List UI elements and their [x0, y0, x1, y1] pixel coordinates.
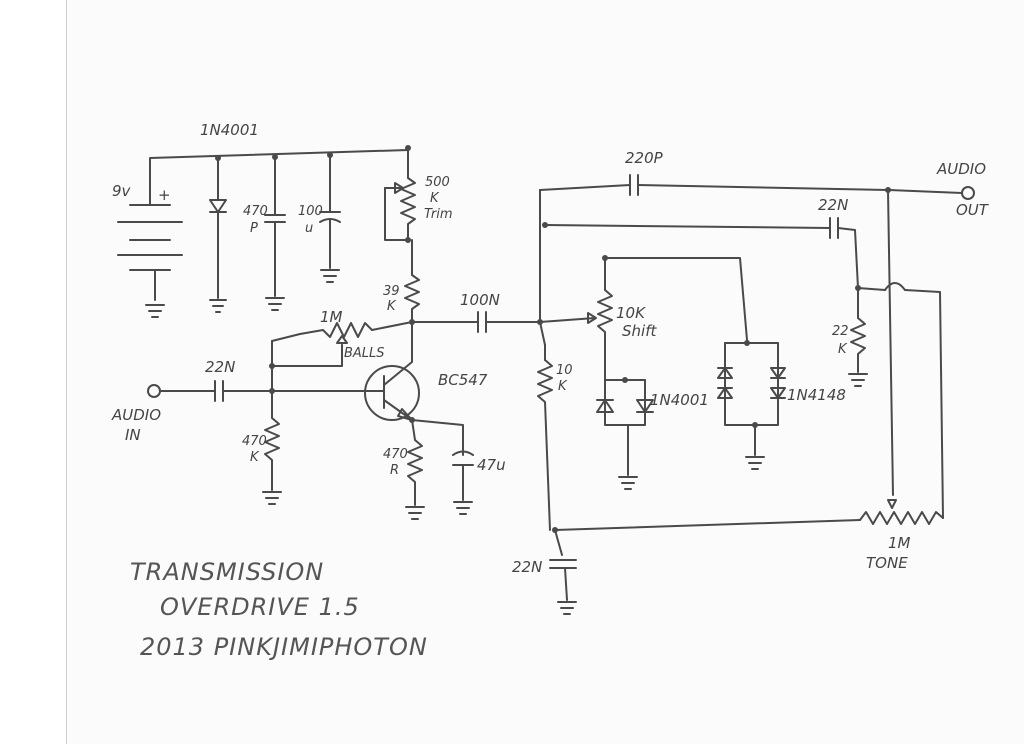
label-pot-1m: 1M — [320, 308, 343, 326]
label-trim-c: Trim — [424, 207, 453, 222]
label-cap-22n-in: 22N — [205, 358, 235, 376]
label-res-22k-b: K — [838, 342, 848, 357]
trim-pot-500k — [384, 147, 416, 243]
label-audio-out-a: AUDIO — [936, 160, 986, 178]
power-rail — [149, 145, 411, 189]
label-cap-22n-top: 22N — [818, 196, 848, 214]
label-tone-b: TONE — [866, 554, 908, 572]
label-audio-in-a: AUDIO — [111, 406, 161, 424]
label-res-39k-b: K — [387, 299, 397, 314]
title-line-2: OVERDRIVE 1.5 — [160, 593, 360, 621]
label-diode-1n4001: 1N4001 — [650, 391, 709, 409]
label-res-470k-a: 470 — [242, 434, 267, 449]
cap-100u-supply — [319, 154, 341, 283]
label-cap-470p-a: 470 — [243, 204, 268, 219]
audio-input-jack — [147, 384, 216, 398]
feedback-pot-1m — [269, 321, 413, 392]
label-diode-1n4148: 1N4148 — [787, 386, 846, 404]
cap-22n-input — [214, 380, 275, 402]
label-res-470r-a: 470 — [383, 447, 408, 462]
label-cap-47u: 47u — [477, 456, 506, 474]
label-cap-470p-b: P — [250, 221, 258, 236]
label-tone-a: 1M — [888, 534, 911, 552]
label-pot-10k-a: 10K — [616, 304, 646, 322]
resistor-470k-bias — [262, 390, 282, 505]
label-res-10k-b: K — [558, 379, 568, 394]
label-cap-100u-a: 100 — [298, 204, 323, 219]
cap-22n-treble — [544, 217, 861, 291]
resistor-470r-emitter — [405, 419, 425, 520]
label-cap-220p: 220P — [625, 149, 664, 167]
label-res-39k-a: 39 — [383, 284, 400, 299]
transistor-bc547 — [271, 321, 420, 423]
tone-pot-1m — [554, 189, 944, 531]
resistor-10k-pulldown — [537, 344, 558, 533]
clipping-node-bus — [539, 189, 548, 346]
label-res-470k-b: K — [250, 450, 260, 465]
label-diode-top: 1N4001 — [200, 121, 259, 139]
cap-100n-coupling — [411, 311, 543, 333]
paper-edge — [66, 0, 67, 744]
diodes-1n4001-pair — [596, 379, 654, 490]
label-res-10k-a: 10 — [556, 363, 573, 378]
label-res-470r-b: R — [390, 463, 399, 478]
title-line-1: TRANSMISSION — [130, 558, 324, 586]
label-cap-22n-bottom: 22N — [512, 558, 542, 576]
cap-22n-bottom — [549, 529, 577, 615]
audio-output-jack — [887, 186, 975, 200]
battery-symbol — [117, 187, 183, 318]
cap-220p-feedback — [539, 174, 891, 196]
label-trim-a: 500 — [425, 175, 450, 190]
label-balls: BALLS — [344, 346, 385, 361]
label-audio-out-b: OUT — [956, 201, 990, 219]
label-res-22k-a: 22 — [832, 324, 849, 339]
resistor-22k-tone — [848, 287, 868, 387]
label-pot-10k-b: Shift — [622, 322, 657, 340]
label-battery: 9v — [112, 182, 132, 200]
cap-470p-supply — [264, 156, 286, 311]
input-protection-diode — [209, 157, 227, 313]
scan-margin — [0, 0, 66, 744]
label-transistor: BC547 — [438, 371, 488, 389]
cap-47u-emitter — [411, 419, 474, 515]
resistor-39k — [404, 239, 420, 325]
diodes-1n4148-quad — [717, 342, 786, 470]
label-cap-100n: 100N — [460, 291, 500, 309]
title-line-3: 2013 PINKJIMIPHOTON — [140, 633, 428, 661]
label-audio-in-b: IN — [125, 426, 141, 444]
label-cap-100u-b: u — [305, 221, 313, 236]
label-battery-plus: + — [158, 186, 171, 204]
label-trim-b: K — [430, 191, 440, 206]
